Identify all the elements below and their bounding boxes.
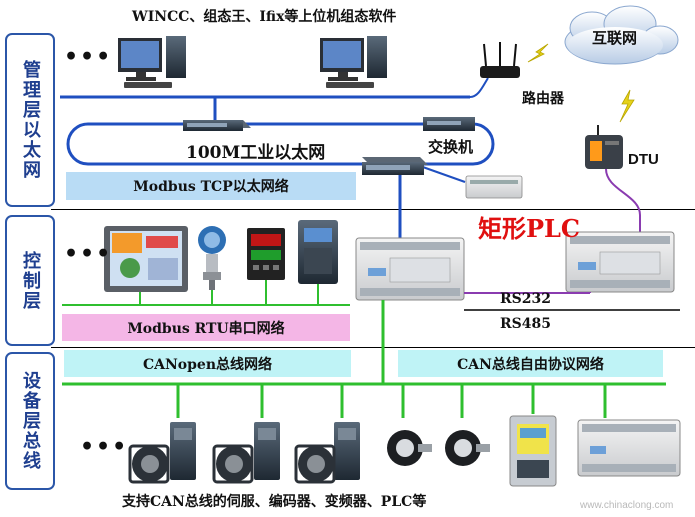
can-free-label: CAN总线自由协议网络: [457, 356, 604, 373]
modbus-tcp-label: Modbus TCP以太网络: [133, 179, 289, 195]
pressure-transmitter-icon: [198, 226, 226, 290]
modbus-rtu-label: Modbus RTU串口网络: [127, 320, 285, 337]
small-plc-icon: [465, 175, 523, 199]
hmi-touchscreen-icon: [104, 226, 188, 292]
layer-control-label: 控制层: [20, 250, 41, 311]
ethernet-label: 100M工业以太网: [186, 143, 326, 163]
switch-left-icon: [183, 120, 251, 131]
pc-1: [118, 36, 186, 88]
dtu-label: DTU: [628, 151, 659, 168]
layer-device: 设备层总线: [5, 352, 55, 490]
layer-divider-top: [51, 209, 695, 210]
pc-2: [320, 36, 387, 88]
router-label: 路由器: [522, 91, 564, 107]
internet-cloud-icon: [564, 5, 679, 65]
encoder-2-icon: [445, 430, 490, 466]
watermark: www.chinaclong.com: [580, 500, 674, 511]
router-cable: [469, 77, 489, 98]
modbus-tcp-band: Modbus TCP以太网络: [66, 172, 356, 200]
layer-management: 管理层以太网: [5, 33, 55, 207]
router-icon: [480, 42, 520, 78]
layer-management-label: 管理层以太网: [20, 60, 41, 180]
temperature-controller-icon: [247, 228, 285, 280]
software-label: WINCC、组态王、Ifix等上位机组态软件: [132, 9, 397, 25]
ethernet-ring: [66, 122, 495, 166]
servo-3-icon: [294, 422, 360, 484]
canopen-label: CANopen总线网络: [142, 356, 272, 373]
rs485-label: RS485: [500, 316, 551, 332]
servo-2-icon: [212, 422, 280, 484]
canopen-band: CANopen总线网络: [64, 350, 351, 377]
plc-brand-label: 矩形PLC: [478, 214, 581, 243]
internet-label: 互联网: [592, 29, 638, 47]
dtu-icon: [585, 125, 623, 169]
layer-control: 控制层: [5, 215, 55, 346]
inverter-icon: [298, 220, 338, 284]
vfd-icon: [509, 415, 557, 487]
more-pcs-ellipsis: •••: [64, 44, 113, 70]
layer-device-label: 设备层总线: [20, 371, 41, 471]
more-control-ellipsis: •••: [64, 241, 113, 267]
switch-main-icon: [362, 157, 428, 175]
switch-label: 交换机: [428, 138, 474, 156]
switch-right-icon: [423, 117, 475, 131]
wireless-signal-icon: [527, 43, 549, 63]
layer-divider-bottom: [51, 347, 695, 348]
encoder-1-icon: [387, 430, 432, 466]
dtu-cable: [605, 168, 641, 232]
servo-1-icon: [128, 422, 196, 484]
more-devices-ellipsis: •••: [80, 434, 129, 460]
can-free-band: CAN总线自由协议网络: [398, 350, 663, 377]
plc-device-icon: [577, 419, 681, 477]
dtu-signal-icon: [619, 89, 635, 123]
devices-label: 支持CAN总线的伺服、编码器、变频器、PLC等: [122, 494, 427, 510]
plc-right-icon: [565, 231, 675, 293]
rs232-label: RS232: [500, 291, 551, 307]
link-switch-smallplc: [419, 165, 466, 183]
plc-main-icon: [355, 237, 465, 301]
modbus-rtu-band: Modbus RTU串口网络: [62, 314, 350, 341]
